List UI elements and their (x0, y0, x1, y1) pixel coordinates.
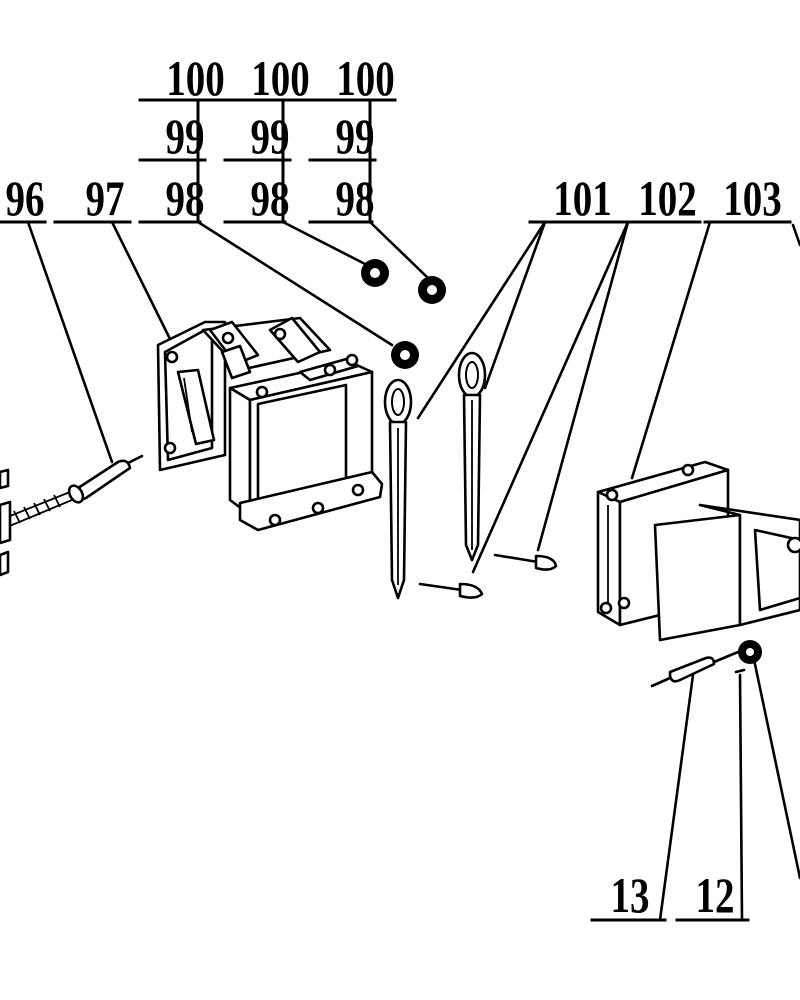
pin-tip (126, 454, 144, 465)
clamp-slot (183, 377, 193, 433)
channel-front (653, 513, 742, 642)
leader-12 (738, 673, 744, 922)
box-bolt-2 (323, 363, 337, 377)
leader-right-cut (750, 648, 800, 880)
small-nut-hole (746, 648, 754, 656)
leader-97 (110, 220, 174, 345)
left-cut-fitting-1 (0, 468, 10, 490)
nut-2-hole (427, 285, 437, 295)
part-102-clips (418, 553, 558, 599)
label-100-b: 100 (251, 50, 309, 106)
label-102: 102 (638, 170, 696, 226)
part-98-nuts (361, 259, 446, 369)
clamp-bolt-1 (165, 350, 179, 364)
pin-1-loop-hole (391, 388, 405, 416)
part-101-pins (383, 351, 487, 600)
clip-2-end (534, 554, 558, 571)
small-bolt-sleeve (668, 656, 716, 683)
leader-98-a (196, 220, 394, 347)
box-bolt-1 (255, 385, 269, 399)
clip-2-wire (493, 553, 540, 564)
leader-101-a (416, 220, 547, 420)
base-bolt-3 (351, 483, 365, 497)
label-97: 97 (85, 170, 124, 226)
nut-3-hole (400, 350, 410, 360)
nut-1-hole (370, 268, 380, 278)
left-cut-fitting-3 (0, 550, 10, 577)
pin-sleeve-end (67, 484, 85, 504)
u-bolt-nut-1 (221, 331, 235, 345)
base-bolt-1 (268, 513, 282, 527)
label-stack-3: 100 99 98 (308, 50, 397, 226)
box-bolt-3 (345, 353, 359, 367)
right-bolt-1 (605, 488, 619, 502)
leader-102-b (536, 220, 630, 552)
small-bolt-thread (712, 650, 740, 664)
small-washer (734, 668, 746, 674)
part-97-bracket (156, 316, 384, 532)
leader-103 (630, 220, 712, 480)
part-103-bracket (596, 460, 800, 642)
left-cut-fitting-2 (0, 500, 12, 545)
right-bolt-2 (681, 463, 695, 477)
leader-96 (26, 220, 114, 464)
leader-98-b (281, 220, 369, 267)
pin-2-loop-hole (465, 361, 479, 389)
label-12: 12 (695, 867, 734, 923)
label-103: 103 (723, 170, 781, 226)
label-13: 13 (610, 867, 649, 923)
label-101: 101 (553, 170, 611, 226)
channel-bolt (786, 536, 800, 554)
clamp-bolt-2 (163, 441, 177, 455)
leader-101-b (483, 220, 547, 390)
u-bolt-nut-2 (273, 327, 287, 341)
leader-98-c (368, 220, 430, 280)
leader-102-a (471, 220, 630, 574)
box-left-wall (228, 386, 252, 517)
part-13-12 (650, 640, 762, 688)
label-100-c: 100 (336, 50, 394, 106)
leader-cut-right (791, 223, 800, 247)
label-stack-2: 100 99 98 (223, 50, 312, 226)
label-99-c: 99 (335, 108, 374, 164)
label-98-c: 98 (335, 170, 374, 226)
clip-1-end (458, 582, 484, 599)
clip-1-wire (418, 582, 464, 592)
part-96-pin (0, 454, 144, 577)
label-stack-1: 100 99 98 (138, 50, 225, 226)
base-bolt-2 (311, 501, 325, 515)
label-100-a: 100 (166, 50, 224, 106)
u-bolt-block (220, 344, 252, 380)
label-96: 96 (5, 170, 44, 226)
small-bolt-tip (650, 676, 672, 688)
right-bolt-3 (599, 601, 613, 615)
right-bolt-4 (617, 596, 631, 610)
leader-13 (658, 673, 695, 922)
